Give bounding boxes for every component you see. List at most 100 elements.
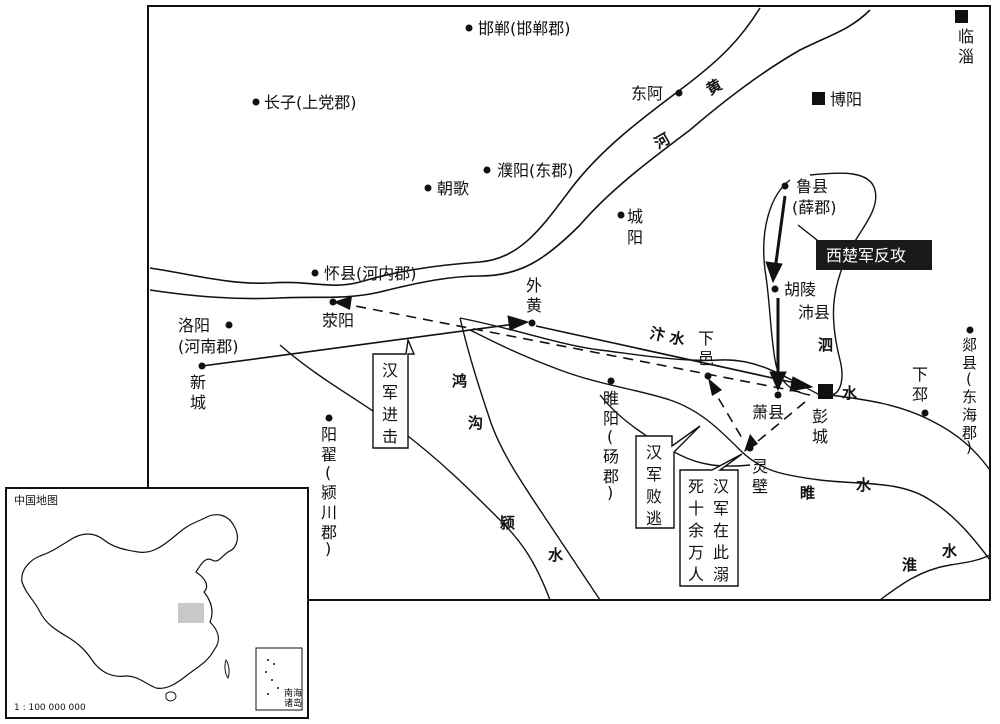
retreat-arrows xyxy=(344,303,806,447)
south-sea-label-1: 南海 xyxy=(284,687,302,699)
label-luoyang: 洛阳 xyxy=(178,316,210,335)
label-puyang: 濮阳(东郡) xyxy=(497,161,574,180)
label-yangdi-char: 翟 xyxy=(321,445,337,464)
dong-a-dot xyxy=(675,89,683,97)
handan-dot xyxy=(465,24,473,32)
label-yangdi-char: 川 xyxy=(321,503,337,522)
label-pengcheng-1: 彭 xyxy=(812,407,828,426)
label-sishui-2: 水 xyxy=(842,384,858,402)
label-linzi-2: 淄 xyxy=(958,47,974,66)
label-xiayi-2: 邑 xyxy=(698,349,714,368)
label-yingshui-1: 颍 xyxy=(499,514,515,532)
label-linzi-1: 临 xyxy=(958,27,974,46)
linzi-square xyxy=(955,10,968,23)
label-tanxian-char: 县 xyxy=(962,354,977,372)
label-suiyang-6: ) xyxy=(607,483,613,502)
label-huaixian: 怀县(河内郡) xyxy=(324,264,417,283)
city-markers xyxy=(198,24,974,452)
label-suiyang-1: 睢 xyxy=(603,389,619,408)
callout-han-advance-char: 军 xyxy=(382,383,398,402)
callout-drowned-col1-char: 此 xyxy=(713,543,729,562)
callout-drowned-col2-char: 死 xyxy=(688,477,704,496)
label-suishui-1: 睢 xyxy=(800,484,815,502)
label-boyang: 博阳 xyxy=(830,90,862,109)
puyang-dot xyxy=(483,166,491,174)
callout-han-flee: 汉 军 败 逃 xyxy=(635,425,701,529)
suiyang-dot xyxy=(607,377,615,385)
callout-han-advance-char: 汉 xyxy=(382,361,398,380)
main-map-frame xyxy=(147,5,991,601)
label-tanxian-char: 东 xyxy=(962,388,977,406)
label-yangdi-char: 阳 xyxy=(321,425,337,444)
taiwan-island xyxy=(224,658,230,680)
label-henanjun: (河南郡) xyxy=(178,337,239,356)
label-xingyang: 荥阳 xyxy=(322,311,354,330)
label-huaishui-1: 淮 xyxy=(902,556,917,574)
label-chaoge: 朝歌 xyxy=(437,179,469,198)
callout-han-advance-char: 进 xyxy=(382,405,398,424)
label-suiyang-3: ( xyxy=(607,427,613,446)
label-yangdi-char: 颍 xyxy=(321,483,337,502)
xiaoxian-dot xyxy=(774,391,782,399)
callout-chu-text: 西楚军反攻 xyxy=(826,246,906,265)
lingbi-dot xyxy=(746,444,754,452)
label-yangdi: 阳 翟 ( 颍 川 郡 ) xyxy=(321,425,337,558)
label-tanxian-char: 海 xyxy=(962,406,977,424)
label-honggou-2: 沟 xyxy=(468,414,483,432)
huling-dot xyxy=(771,285,779,293)
label-huling: 胡陵 xyxy=(784,280,816,299)
chengyang-dot xyxy=(617,211,625,219)
callout-drowned-col1-char: 在 xyxy=(713,521,729,540)
callout-han-drowned: 汉 军 在 此 溺 死 十 余 万 人 xyxy=(679,453,743,587)
label-huanghe-1: 黄 xyxy=(703,76,725,99)
callout-han-flee-char: 汉 xyxy=(646,443,662,462)
inset-scale: 1 : 100 000 000 xyxy=(14,703,86,713)
callout-han-flee-char: 败 xyxy=(646,487,662,506)
label-waihuang-1: 外 xyxy=(526,276,542,295)
label-huanghe-2: 河 xyxy=(651,130,673,153)
callout-drowned-col1-char: 溺 xyxy=(713,565,729,584)
label-huaishui-2: 水 xyxy=(942,542,958,560)
callout-drowned-col2-char: 十 xyxy=(688,499,704,518)
inset-china-map: 中国地图 南海 诸岛 1 : 100 000 000 xyxy=(5,487,309,719)
river-labels: 黄 河 泗 水 汴 水 鸿 沟 颍 水 睢 水 淮 水 xyxy=(452,76,958,574)
china-outline xyxy=(21,514,238,689)
south-sea-islands xyxy=(265,659,279,695)
callout-drowned-col1-char: 汉 xyxy=(713,477,729,496)
label-yangdi-char: ) xyxy=(325,539,331,558)
south-sea-box xyxy=(255,647,303,711)
label-luxian: 鲁县 xyxy=(796,177,828,196)
label-xuejun: (薛郡) xyxy=(792,198,837,217)
label-waihuang-2: 黄 xyxy=(526,296,542,315)
river-network xyxy=(279,172,991,601)
chaoge-dot xyxy=(424,184,432,192)
label-yingshui-2: 水 xyxy=(548,546,564,564)
hainan-island xyxy=(165,691,177,702)
label-pengcheng-2: 城 xyxy=(812,427,828,446)
label-fenshui: 汴 水 xyxy=(648,324,687,349)
xincheng-dot xyxy=(198,362,206,370)
callout-drowned-col2-char: 万 xyxy=(688,543,704,562)
pengcheng-square xyxy=(818,384,833,399)
label-xiayi-1: 下 xyxy=(698,329,714,348)
yangdi-dot xyxy=(325,414,333,422)
callout-chu-box xyxy=(816,240,932,270)
label-xiaoxian: 萧县 xyxy=(752,403,784,422)
label-handan: 邯郸(邯郸郡) xyxy=(478,19,571,38)
label-xiapi-2: 邳 xyxy=(912,385,928,404)
place-labels: 邯郸(邯郸郡) 长子(上党郡) 东阿 博阳 临 淄 朝歌 濮阳(东郡) 城 阳 … xyxy=(178,19,977,558)
callout-chu-counterattack: 西楚军反攻 xyxy=(797,224,932,270)
label-tanxian: 郯 县 ( 东 海 郡 ) xyxy=(962,336,977,456)
label-zhangzi: 长子(上党郡) xyxy=(264,93,357,112)
callout-han-advance-char: 击 xyxy=(382,427,398,446)
label-xiapi-1: 下 xyxy=(912,365,928,384)
label-xincheng-2: 城 xyxy=(190,393,206,412)
label-yangdi-char: ( xyxy=(325,463,331,482)
label-tanxian-char: 郡 xyxy=(962,424,977,442)
label-honggou-1: 鸿 xyxy=(452,372,467,390)
huaixian-dot xyxy=(311,269,319,277)
label-suiyang-4: 砀 xyxy=(603,447,619,466)
zhangzi-dot xyxy=(252,98,260,106)
troop-arrows xyxy=(201,195,814,392)
